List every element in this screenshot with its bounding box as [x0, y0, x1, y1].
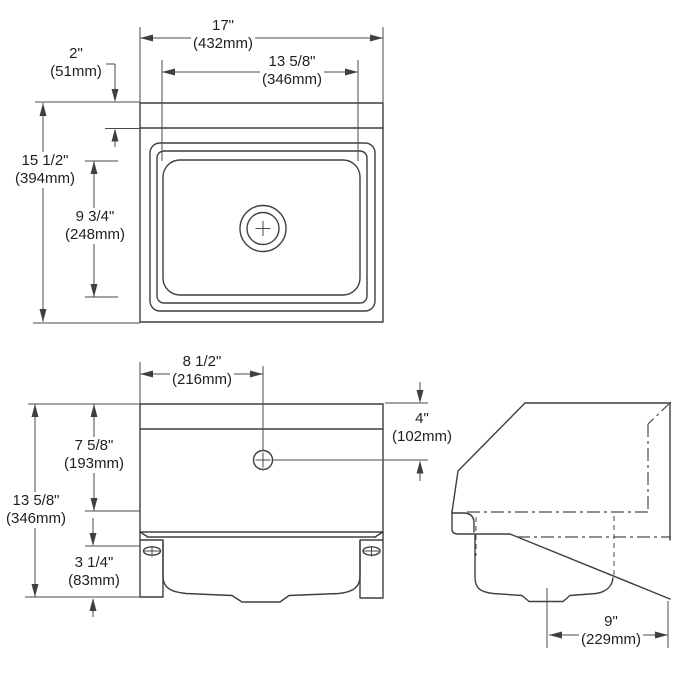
dim-basin-width-label: 13 5/8" (346mm): [259, 53, 325, 89]
dim-basin-depth-label: 9 3/4" (248mm): [62, 208, 128, 244]
dim-inches: 2": [69, 45, 83, 62]
dim-drain-offset-label: 9" (229mm): [578, 613, 644, 649]
top-view-dimensions: [33, 27, 384, 324]
dim-mm: (216mm): [171, 371, 233, 388]
dim-inches: 3 1/4": [74, 554, 114, 571]
mounting-bracket-right: [359, 539, 384, 599]
dim-mm: (193mm): [63, 455, 125, 472]
dim-leg-height-label: 3 1/4" (83mm): [66, 554, 122, 590]
dim-inches: 4": [415, 410, 429, 427]
dim-mm: (432mm): [192, 35, 254, 52]
dim-mm: (102mm): [391, 428, 453, 445]
dim-mm: (248mm): [64, 226, 126, 243]
side-view: [451, 401, 672, 603]
mounting-bracket-left: [139, 539, 164, 598]
front-view-dimensions: [25, 362, 428, 617]
dim-inches: 15 1/2": [21, 152, 69, 169]
dim-inches: 7 5/8": [74, 437, 114, 454]
drain-symbol-top: [239, 204, 287, 253]
dim-mm: (346mm): [261, 71, 323, 88]
dim-mm: (346mm): [5, 510, 67, 527]
dim-overall-depth-label: 15 1/2" (394mm): [12, 152, 78, 188]
dim-rear-ledge-label: 2" (51mm): [48, 45, 104, 81]
dim-inches: 13 5/8": [12, 492, 60, 509]
dim-inches: 9 3/4": [75, 208, 115, 225]
dim-hole-offset-label: 8 1/2" (216mm): [169, 353, 235, 389]
side-view-dimensions: [546, 588, 669, 648]
dim-body-height-label: 7 5/8" (193mm): [61, 437, 127, 473]
dim-overall-height-label: 13 5/8" (346mm): [3, 492, 69, 528]
dim-inches: 9": [604, 613, 618, 630]
dim-overall-width-label: 17" (432mm): [190, 17, 256, 53]
top-view: [139, 102, 384, 323]
dim-mm: (229mm): [580, 631, 642, 648]
dim-inches: 13 5/8": [268, 53, 316, 70]
dim-mm: (83mm): [68, 572, 120, 589]
faucet-hole-symbol: [252, 449, 274, 471]
dim-mm: (394mm): [14, 170, 76, 187]
dim-inches: 8 1/2": [182, 353, 222, 370]
dim-inches: 17": [211, 17, 235, 34]
dim-hole-drop-label: 4" (102mm): [389, 410, 455, 446]
dim-mm: (51mm): [50, 63, 102, 80]
front-view: [139, 403, 384, 603]
